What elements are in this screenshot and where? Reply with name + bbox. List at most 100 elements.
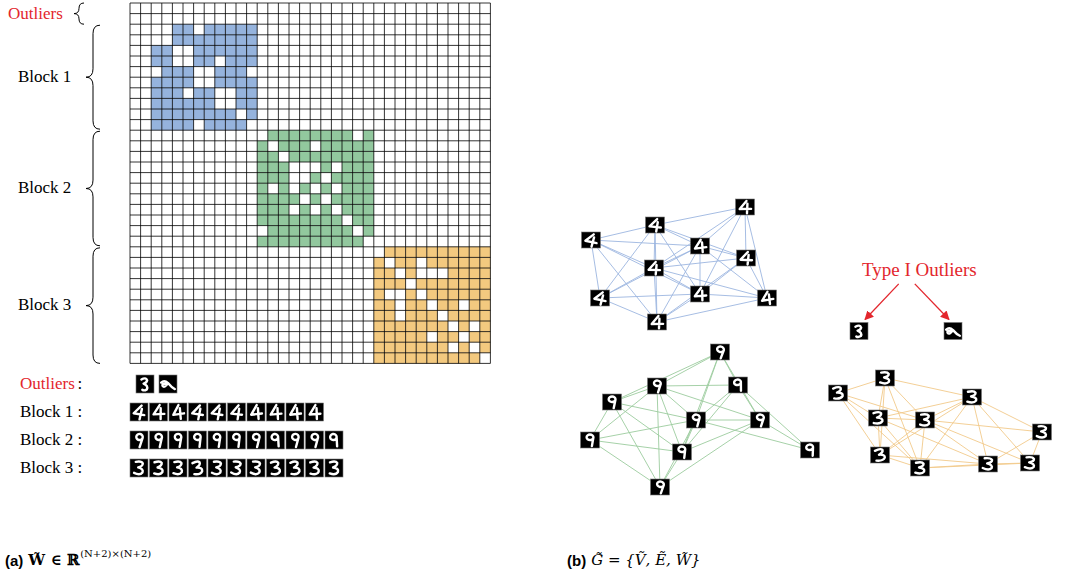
row-label: Block 2 : [20, 430, 82, 450]
digit-stroke [653, 380, 661, 392]
matrix-cell [384, 332, 395, 343]
matrix-cell [204, 98, 215, 109]
grid-line [363, 3, 364, 363]
graph-edge [880, 397, 972, 455]
matrix-cell [469, 279, 480, 290]
digit-stroke [983, 458, 994, 471]
matrix-cell [236, 77, 247, 88]
matrix-cell [480, 332, 491, 343]
matrix-cell [300, 151, 311, 162]
matrix-cell [183, 120, 194, 131]
matrix-cell [278, 194, 289, 205]
matrix-cell [204, 35, 215, 46]
matrix-cell [151, 88, 162, 99]
matrix-cell [427, 353, 438, 364]
digit-background [169, 431, 187, 449]
matrix-cell [427, 289, 438, 300]
matrix-cell [353, 151, 364, 162]
matrix-cell [172, 24, 183, 35]
matrix-cell [374, 332, 385, 343]
digit-background [736, 199, 755, 215]
matrix-cell [225, 45, 236, 56]
digit-image [963, 389, 982, 405]
digit-background [963, 389, 982, 405]
brace-label: Outliers [8, 4, 63, 24]
matrix-cell [162, 77, 173, 88]
callout-arrow [915, 284, 949, 320]
digit-image [645, 260, 664, 276]
digit-stroke [290, 461, 300, 475]
matrix-cell [300, 130, 311, 141]
digit-stroke [761, 291, 774, 305]
digit-background [228, 403, 246, 421]
digit-background [150, 459, 168, 477]
digit-stroke [271, 461, 281, 475]
grid-line [352, 3, 353, 363]
digit-image [1033, 424, 1052, 440]
matrix-cell [469, 300, 480, 311]
matrix-cell [363, 183, 374, 194]
matrix-cell [342, 130, 353, 141]
grid-line [331, 3, 332, 363]
digit-image [736, 199, 755, 215]
digit-background [150, 431, 168, 449]
grid-line [458, 3, 459, 363]
matrix-cell [204, 24, 215, 35]
matrix-cell [353, 162, 364, 173]
matrix-cell [268, 236, 279, 247]
digit-image [758, 290, 777, 306]
matrix-cell [321, 162, 332, 173]
matrix-cell [310, 215, 321, 226]
digit-image [648, 314, 667, 330]
digit-image [267, 459, 285, 477]
digit-background [737, 250, 756, 266]
matrix-cell [310, 151, 321, 162]
matrix-cell [183, 77, 194, 88]
matrix-cell [437, 257, 448, 268]
matrix-cell [194, 88, 205, 99]
matrix-cell [215, 24, 226, 35]
curly-brace [86, 248, 100, 364]
grid-line [130, 289, 490, 290]
matrix-cell [331, 173, 342, 184]
matrix-cell [353, 215, 364, 226]
matrix-cell [204, 56, 215, 67]
matrix-cell [278, 204, 289, 215]
matrix-cell [321, 141, 332, 152]
digit-stroke [756, 414, 764, 426]
matrix-cell [247, 24, 258, 35]
graph-edge [657, 298, 767, 322]
matrix-cell [427, 342, 438, 353]
matrix-cell [342, 183, 353, 194]
matrix-cell [480, 247, 491, 258]
digit-image [306, 431, 324, 449]
digit-stroke [252, 434, 260, 448]
matrix-cell [183, 35, 194, 46]
matrix-cell [331, 141, 342, 152]
digit-stroke [946, 328, 960, 335]
caption-tag: (a) [5, 552, 23, 569]
digit-stroke [330, 461, 339, 474]
digit-image [286, 431, 304, 449]
matrix-cell [289, 215, 300, 226]
matrix-cell [215, 77, 226, 88]
matrix-cell [363, 151, 374, 162]
matrix-cell [331, 215, 342, 226]
matrix-cell [427, 279, 438, 290]
matrix-cell [183, 67, 194, 78]
digit-image [691, 286, 710, 302]
digit-stroke [271, 433, 280, 447]
matrix-cell [204, 45, 215, 56]
digit-stroke [231, 461, 242, 475]
matrix-cell [459, 353, 470, 364]
digit-stroke [192, 461, 203, 475]
grid-line [130, 331, 490, 332]
digit-background [581, 432, 600, 448]
digit-background [850, 323, 868, 340]
matrix-cell [236, 45, 247, 56]
graph-edge [972, 397, 988, 464]
digit-background [829, 385, 848, 401]
digit-background [169, 459, 187, 477]
